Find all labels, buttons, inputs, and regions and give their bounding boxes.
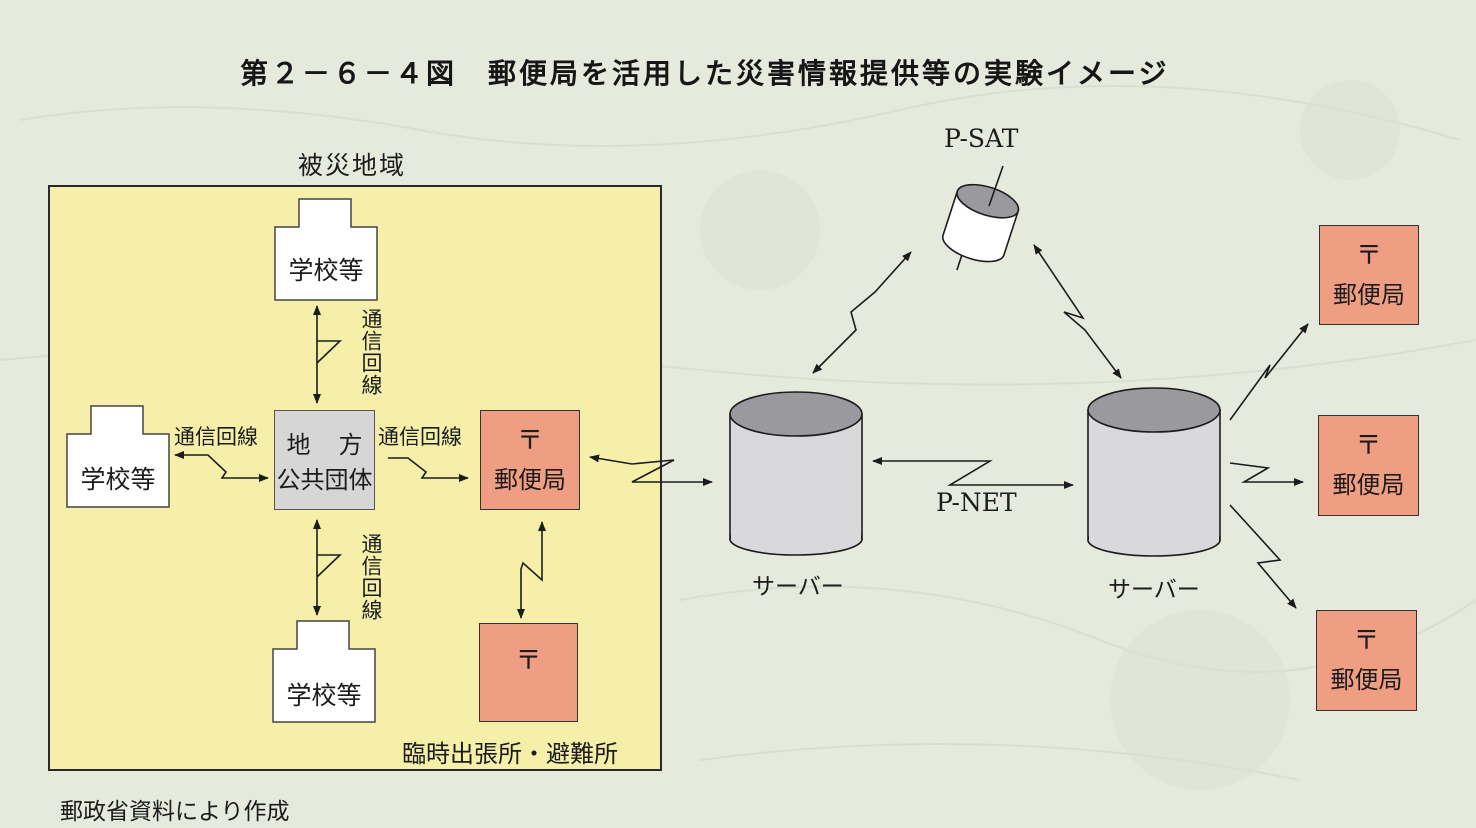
school-label-top: 学校等 xyxy=(288,256,363,285)
source-note: 郵政省資料により作成 xyxy=(60,799,290,825)
post-office-label: 郵便局 xyxy=(1330,666,1403,694)
link-school-bottom-localgov xyxy=(313,519,342,616)
post-office-remote-1: 〒 郵便局 xyxy=(1319,225,1419,325)
comm-line-label-left: 通信回線 xyxy=(174,425,258,449)
school-left: 学校等 xyxy=(66,405,170,508)
comm-line-label-bottom: 通信回線 xyxy=(359,533,383,621)
postmark-icon: 〒 xyxy=(1355,431,1382,461)
link-server1-psat xyxy=(812,251,912,374)
link-school-top-localgov xyxy=(313,305,342,404)
temporary-office-box: 〒 xyxy=(479,623,578,722)
link-localgov-postoffice xyxy=(388,457,469,482)
school-label-left: 学校等 xyxy=(80,465,155,494)
postmark-icon: 〒 xyxy=(516,425,543,456)
psat-label: P-SAT xyxy=(944,124,1019,153)
satellite-dish-icon xyxy=(941,183,1020,271)
satellite-antenna xyxy=(988,165,1004,207)
server-2 xyxy=(1087,387,1221,557)
school-bottom: 学校等 xyxy=(272,620,376,723)
link-postoffice-server1 xyxy=(589,454,713,486)
server-label-2: サーバー xyxy=(1108,577,1200,603)
temporary-office-label: 臨時出張所・避難所 xyxy=(402,740,618,768)
post-office-disaster-area: 〒 郵便局 xyxy=(480,410,580,510)
disaster-area-label: 被災地域 xyxy=(298,151,407,180)
pnet-label: P-NET xyxy=(936,488,1017,517)
comm-line-label-right: 通信回線 xyxy=(378,425,462,449)
local-gov-line2: 公共団体 xyxy=(276,466,373,494)
link-server2-po2 xyxy=(1229,462,1304,486)
link-server2-po1 xyxy=(1229,323,1309,421)
school-top: 学校等 xyxy=(274,198,378,301)
post-office-remote-3: 〒 郵便局 xyxy=(1316,610,1417,711)
link-psat-server2 xyxy=(1033,244,1122,379)
link-pnet xyxy=(872,457,1074,489)
local-government-box: 地方 公共団体 xyxy=(274,410,375,510)
postmark-icon: 〒 xyxy=(1355,240,1382,271)
post-office-label: 郵便局 xyxy=(494,465,566,494)
post-office-remote-2: 〒 郵便局 xyxy=(1318,415,1419,516)
post-office-label: 郵便局 xyxy=(1332,471,1405,499)
postmark-icon: 〒 xyxy=(1353,626,1380,656)
post-office-label: 郵便局 xyxy=(1333,280,1405,309)
link-server2-po3 xyxy=(1229,504,1297,609)
link-postoffice-tempoffice xyxy=(517,521,546,619)
figure-title: 第２－６－４図 郵便局を活用した災害情報提供等の実験イメージ xyxy=(240,57,1170,90)
link-school-left-localgov xyxy=(174,451,269,482)
postmark-icon: 〒 xyxy=(515,646,542,676)
comm-line-label-top: 通信回線 xyxy=(359,308,383,396)
server-label-1: サーバー xyxy=(752,574,844,600)
server-1 xyxy=(729,391,863,556)
local-gov-line1: 地方 xyxy=(286,431,391,459)
school-label-bottom: 学校等 xyxy=(286,681,361,710)
